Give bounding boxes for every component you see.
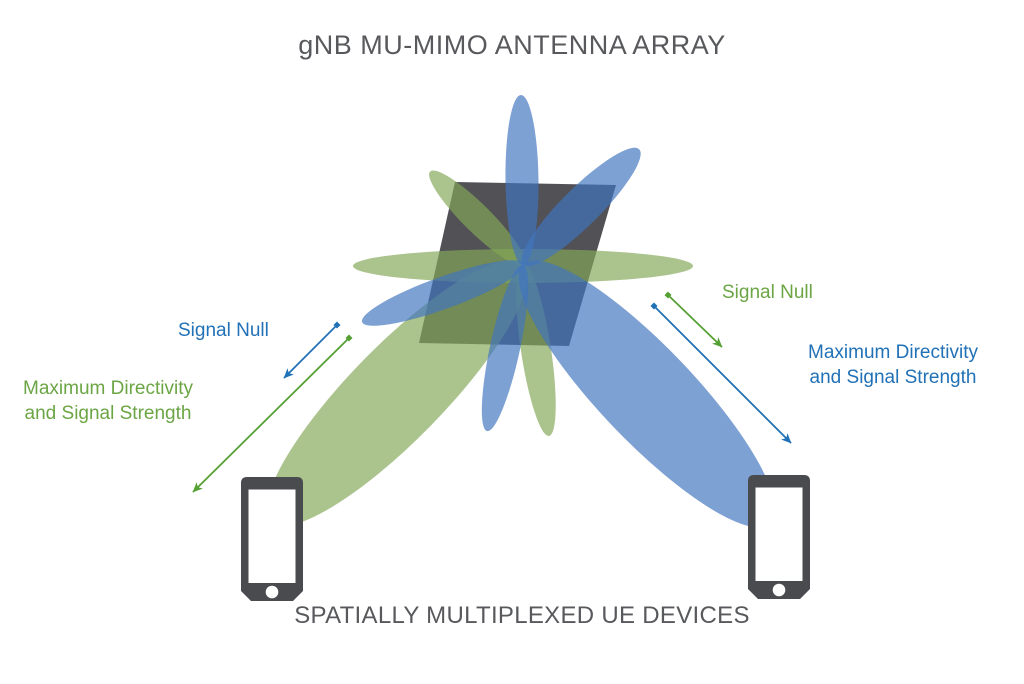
ue-device-left-icon: [241, 477, 303, 601]
left-max-directivity-line1: Maximum Directivity: [23, 378, 193, 399]
green-beam-upper-left: [429, 170, 525, 266]
left-max-directivity-arrow: [192, 334, 353, 493]
right-max-directivity-line2: and Signal Strength: [809, 367, 977, 388]
blue-main-beam-toward-right-ue: [518, 260, 776, 528]
diagram-title: gNB MU-MIMO ANTENNA ARRAY: [298, 30, 726, 60]
right-signal-null-label: Signal Null: [722, 282, 813, 303]
right-signal-null-arrow: [664, 291, 723, 348]
phone-home-button: [265, 585, 279, 599]
diagram-footer: SPATIALLY MULTIPLEXED UE DEVICES: [294, 602, 750, 629]
left-max-directivity-label: Maximum Directivity and Signal Strength: [8, 376, 208, 426]
phone-screen: [248, 489, 296, 583]
blue-beam-up: [505, 95, 539, 265]
blue-beam-upper-right: [521, 147, 641, 267]
blue-null-beam-toward-left-ue: [361, 260, 525, 326]
blue-beam-lobes: [361, 95, 776, 528]
left-max-directivity-line2: and Signal Strength: [24, 403, 192, 424]
blue-beam-down: [481, 264, 529, 432]
phone-screen: [755, 487, 803, 581]
right-max-directivity-arrow: [650, 302, 792, 444]
left-signal-null-label: Signal Null: [178, 320, 269, 341]
left-signal-null-arrow: [283, 321, 341, 379]
ue-device-right-icon: [748, 475, 810, 599]
phone-home-button: [772, 583, 786, 597]
right-max-directivity-line1: Maximum Directivity: [808, 342, 978, 363]
annotation-arrows: [192, 291, 792, 493]
right-max-directivity-label: Maximum Directivity and Signal Strength: [793, 340, 993, 390]
